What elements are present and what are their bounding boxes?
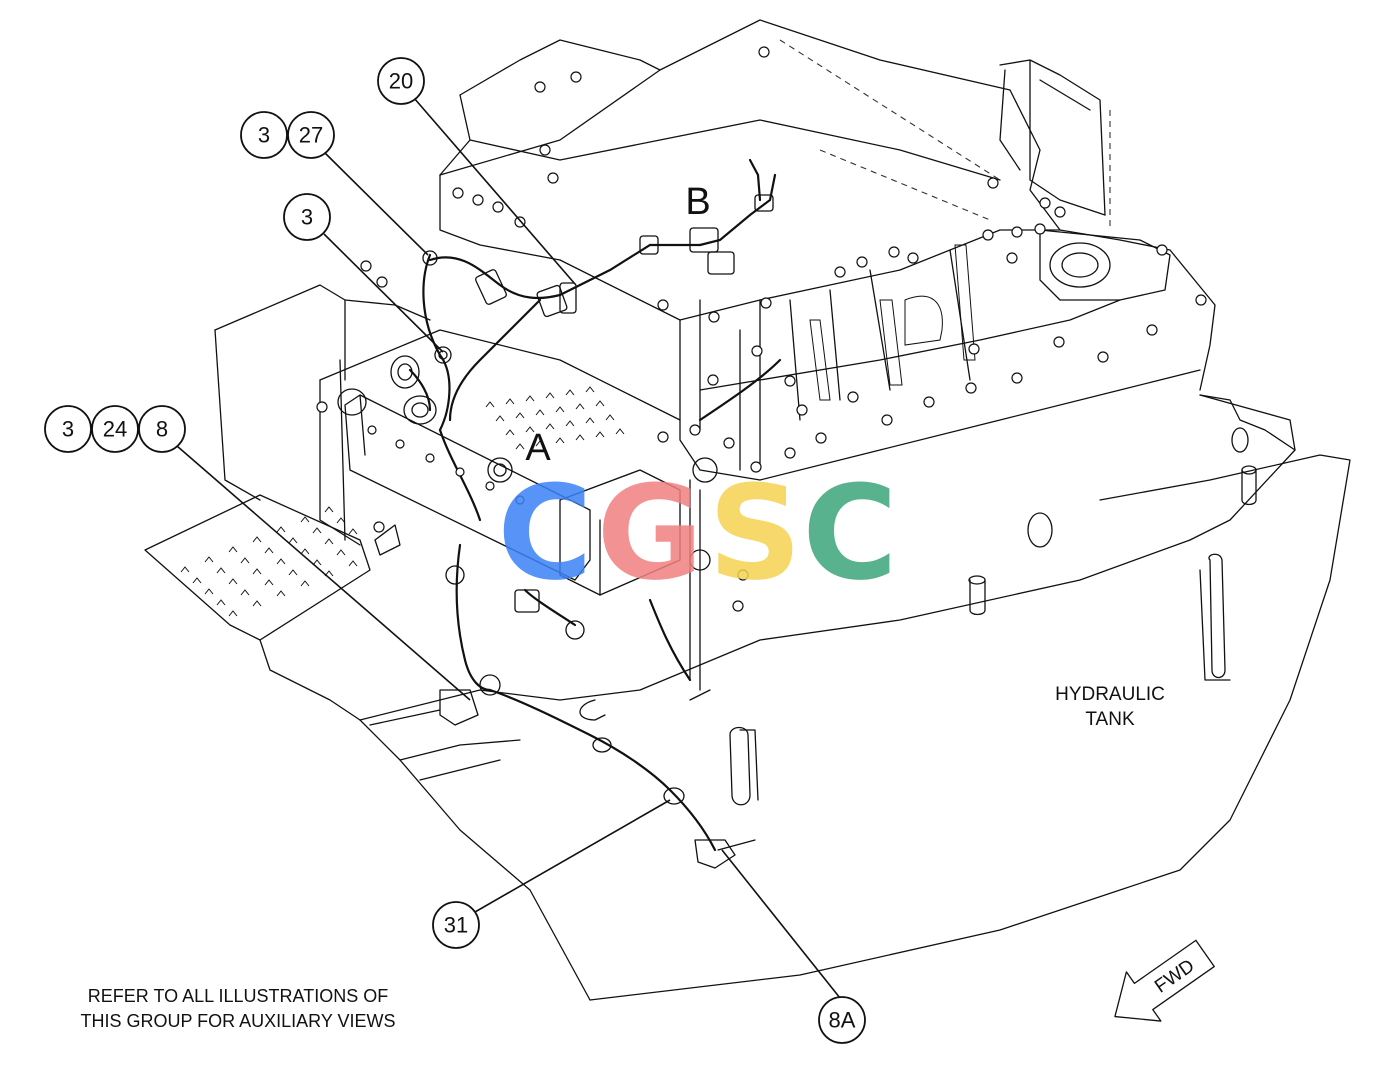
svg-text:8: 8: [156, 417, 168, 442]
svg-text:20: 20: [389, 69, 413, 94]
watermark-letter: C: [497, 457, 592, 609]
perforated-plate-pattern: [180, 386, 625, 617]
callout-3: 3: [44, 405, 92, 453]
step-plate: [144, 494, 371, 641]
svg-text:THIS GROUP FOR AUXILIARY VIEWS: THIS GROUP FOR AUXILIARY VIEWS: [80, 1011, 395, 1031]
auxiliary-views-note: REFER TO ALL ILLUSTRATIONS OF THIS GROUP…: [80, 986, 395, 1031]
callout-8: 8: [138, 405, 186, 453]
svg-text:3: 3: [258, 123, 270, 148]
fwd-label: FWD: [1151, 955, 1198, 997]
callout-31: 31: [432, 901, 480, 949]
callout-8A: 8A: [818, 996, 866, 1044]
wiring-harness: [408, 158, 782, 852]
svg-text:3: 3: [62, 417, 74, 442]
callout-27: 27: [287, 111, 335, 159]
watermark-letter: S: [708, 457, 802, 609]
machine-frame: [144, 19, 1351, 1001]
fwd-direction-arrow: FWD: [1114, 939, 1215, 1022]
svg-text:TANK: TANK: [1085, 709, 1135, 730]
watermark-letter: C: [802, 457, 897, 609]
bolt-holes: [316, 46, 1207, 612]
harness-components: [337, 194, 774, 869]
callout-3: 3: [240, 111, 288, 159]
callout-24: 24: [91, 405, 139, 453]
hydraulic-tank-label: HYDRAULIC TANK: [1055, 684, 1165, 730]
svg-text:3: 3: [301, 205, 313, 230]
leader-lines: [176, 97, 841, 999]
svg-text:24: 24: [103, 417, 127, 442]
view-label-b: B: [685, 181, 710, 223]
svg-text:8A: 8A: [829, 1008, 856, 1033]
svg-text:31: 31: [444, 913, 468, 938]
callout-20: 20: [377, 57, 425, 105]
svg-text:HYDRAULIC: HYDRAULIC: [1055, 684, 1165, 705]
watermark-letter: G: [597, 457, 704, 609]
svg-text:27: 27: [299, 123, 323, 148]
view-label-a: A: [525, 427, 551, 469]
svg-text:REFER TO ALL ILLUSTRATIONS OF: REFER TO ALL ILLUSTRATIONS OF: [88, 986, 388, 1006]
callout-3: 3: [283, 193, 331, 241]
